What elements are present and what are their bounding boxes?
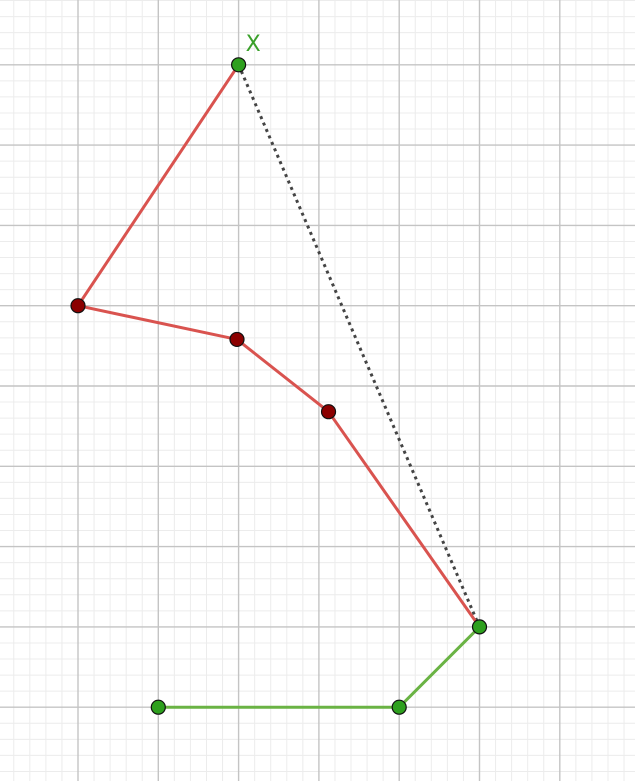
fixed-point-c xyxy=(471,619,488,635)
points-layer xyxy=(70,57,488,715)
fixed-point-b xyxy=(391,699,407,715)
path-point-p1[interactable] xyxy=(70,298,86,314)
path-polyline[interactable] xyxy=(76,63,481,628)
fixed-point-a xyxy=(150,699,166,715)
path-point-p3[interactable] xyxy=(320,404,337,420)
path-point-p2[interactable] xyxy=(229,331,245,348)
point-label-x: X xyxy=(246,32,261,57)
fixed-point-x xyxy=(231,57,247,73)
dotted-segment xyxy=(237,64,481,628)
